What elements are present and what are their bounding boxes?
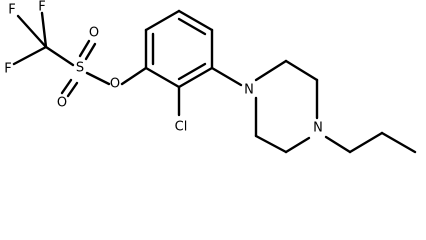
piperazine-bond-2: [284, 59, 319, 82]
propyl-chain: [324, 131, 417, 154]
atom-f-left: F: [4, 62, 11, 77]
ring-bond-6: [144, 66, 181, 89]
piperazine-bond-6: [284, 136, 311, 154]
atom-oxygen-ester: O: [110, 77, 120, 92]
bond-s-o-lower-b: [66, 81, 79, 98]
sulfonyl-group: [60, 39, 111, 98]
bond-s-o-upper-b: [84, 42, 97, 61]
bond-cf3-f-top-left: [16, 14, 48, 49]
atom-f-top: F: [38, 0, 45, 15]
bond-s-o-lower-a: [60, 78, 73, 95]
propyl-bond-1: [324, 135, 352, 154]
chemical-structure: F F F S O O O Cl N N: [4, 0, 417, 154]
bond-s-o-ester: [85, 71, 111, 86]
atom-f-top-left: F: [8, 3, 15, 18]
atom-oxygen-upper: O: [89, 26, 99, 41]
piperazine-bond-5: [254, 134, 288, 154]
ring-double-bond-top: [177, 17, 207, 36]
bond-o-ring: [120, 66, 148, 86]
bond-cf3-sulfur: [44, 45, 75, 67]
propyl-bond-2: [348, 131, 384, 154]
propyl-bond-3: [380, 131, 417, 154]
ring-bond-2: [144, 9, 181, 32]
ring-double-bond-bottom: [177, 62, 207, 81]
bond-ring-nitrogen: [210, 66, 243, 87]
piperazine-ring: [254, 59, 319, 154]
atom-nitrogen-propyl: N: [313, 121, 323, 136]
trifluoromethyl-group: [12, 11, 75, 67]
atom-nitrogen-aryl: N: [244, 83, 254, 98]
atom-oxygen-lower: O: [57, 96, 67, 111]
ring-bond-5: [177, 66, 214, 89]
ring-bond-3: [177, 9, 214, 32]
piperazine-bond-1: [254, 59, 288, 82]
benzene-ring: [144, 9, 214, 89]
atom-chlorine: Cl: [175, 120, 188, 135]
atom-sulfur: S: [76, 61, 84, 76]
bond-s-o-upper-a: [78, 39, 91, 58]
bond-cf3-f-top: [40, 11, 48, 49]
bond-cf3-f-left: [12, 45, 48, 66]
